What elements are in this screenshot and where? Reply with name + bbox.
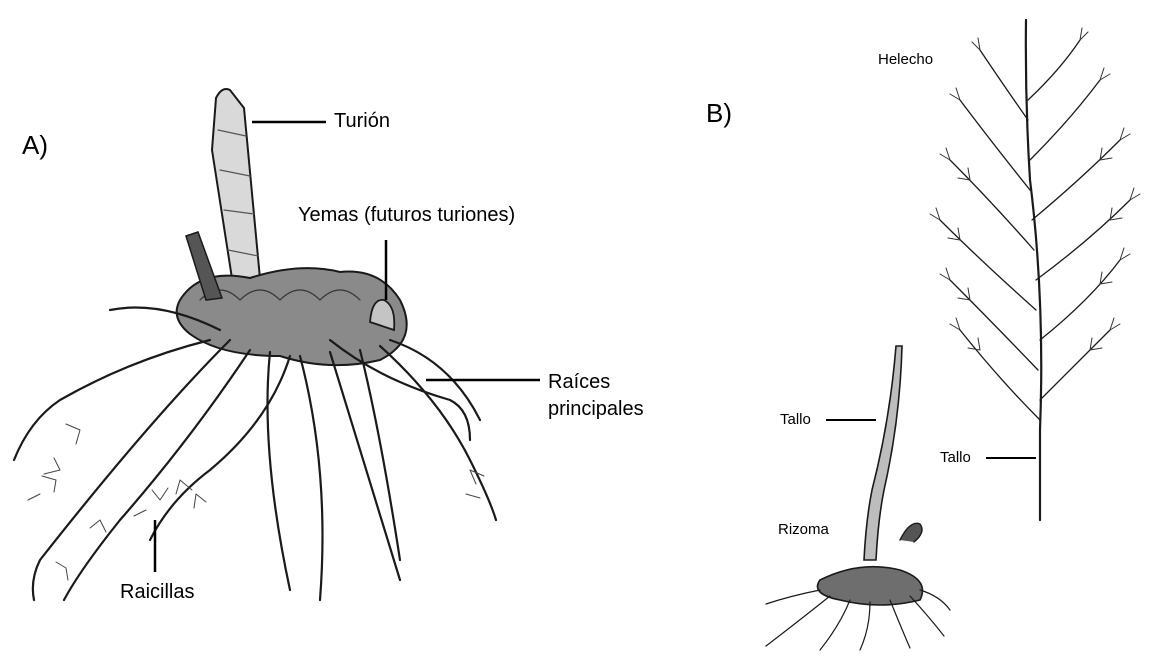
helecho-label: Helecho [878, 52, 933, 67]
raices-label-line2: principales [548, 399, 644, 419]
helecho-drawing [930, 20, 1140, 520]
raicillas-label: Raicillas [120, 582, 194, 602]
turion-label: Turión [334, 111, 390, 131]
panel-a-label: A) [22, 132, 48, 158]
rizoma-label: Rizoma [778, 522, 829, 537]
leader-lines-b [826, 420, 1036, 458]
fern-leaflets [930, 28, 1140, 350]
tallo-left-label: Tallo [780, 412, 811, 427]
raices-label-line1: Raíces [548, 372, 610, 392]
yemas-label: Yemas (futuros turiones) [298, 205, 515, 225]
rhizome [818, 567, 923, 605]
tallo-rizoma-drawing [766, 346, 950, 650]
rootlets [28, 424, 484, 580]
tallo-right-label: Tallo [940, 450, 971, 465]
panel-b-label: B) [706, 100, 732, 126]
asparagus-crown-drawing [14, 89, 496, 600]
young-stem [864, 346, 902, 560]
